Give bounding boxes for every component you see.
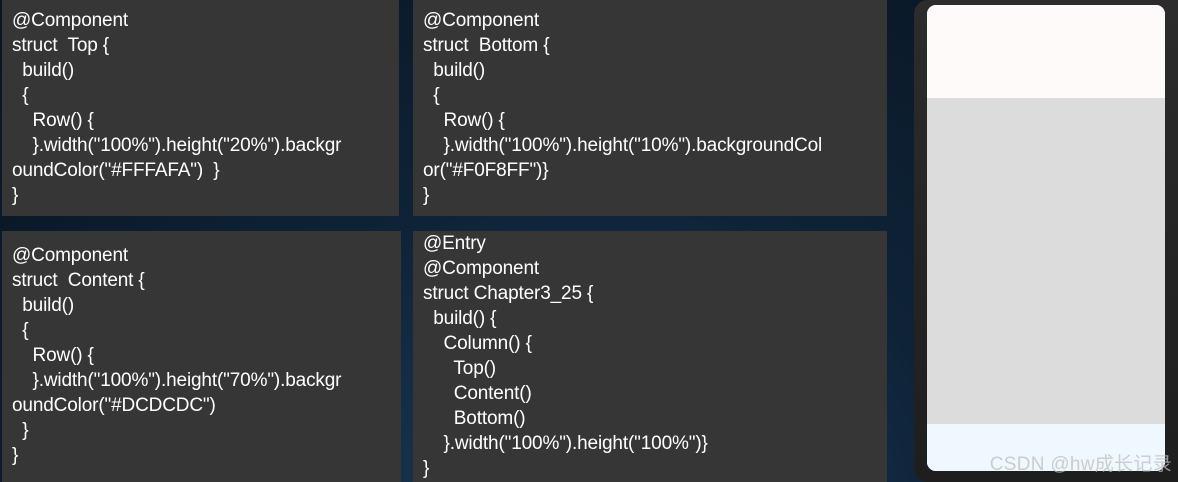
code-panel-entry: @Entry @Component struct Chapter3_25 { b… [413, 231, 887, 482]
code-text-entry: @Entry @Component struct Chapter3_25 { b… [423, 233, 708, 479]
preview-bottom-row [927, 424, 1165, 471]
device-preview-screen [927, 5, 1165, 471]
code-panel-bottom: @Component struct Bottom { build() { Row… [413, 0, 887, 216]
code-text-content: @Component struct Content { build() { Ro… [12, 245, 342, 466]
preview-content-row [927, 98, 1165, 425]
code-panel-content: @Component struct Content { build() { Ro… [2, 231, 401, 482]
preview-top-row [927, 5, 1165, 99]
code-text-bottom: @Component struct Bottom { build() { Row… [423, 10, 823, 206]
code-panel-top: @Component struct Top { build() { Row() … [2, 0, 399, 216]
watermark-text: CSDN @hw成长记录 [989, 454, 1172, 475]
code-text-top: @Component struct Top { build() { Row() … [12, 10, 342, 206]
